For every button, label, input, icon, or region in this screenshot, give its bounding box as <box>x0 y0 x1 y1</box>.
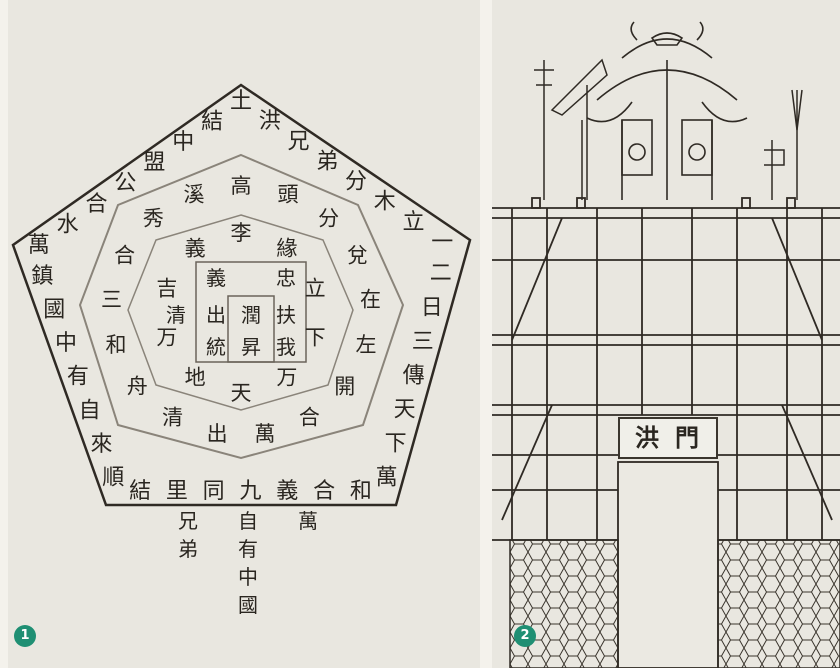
middle-ring-char: 左 <box>356 333 377 357</box>
outer-ring-char: 結 <box>201 110 223 135</box>
outer-ring-char: 和 <box>350 479 372 504</box>
middle-ring-char: 舟 <box>127 374 148 398</box>
center-char: 義 <box>206 266 226 290</box>
outer-ring-char: 二 <box>430 261 452 286</box>
outer-ring-char: 傳 <box>403 363 425 388</box>
outer-ring-char: 有 <box>67 365 89 390</box>
outer-ring-char: 水 <box>57 212 79 237</box>
inner-ring-char: 緣 <box>276 236 297 260</box>
inner-ring-char: 義 <box>185 236 206 260</box>
outer-ring-char: 分 <box>345 170 367 195</box>
inner-ring-char: 万 <box>276 366 297 390</box>
inner-ring-char: 地 <box>185 366 206 390</box>
inner-ring-char: 李 <box>231 221 252 245</box>
panel-pentagon-diagram: 土洪兄弟分木立一二日三傳天下萬和合義九同里結順來自有中國鎮萬水合公盟中結高頭分兌… <box>8 0 480 668</box>
outer-ring-char: 鎮 <box>31 264 53 289</box>
outer-ring-char: 同 <box>203 479 225 504</box>
caption-char: 兄 <box>178 509 198 533</box>
middle-ring-char: 清 <box>162 405 183 429</box>
caption-char: 有 <box>238 537 258 561</box>
outer-ring-char: 弟 <box>316 149 338 174</box>
middle-ring-char: 萬 <box>254 422 275 446</box>
outer-ring-char: 九 <box>239 479 261 504</box>
outer-ring-char: 中 <box>55 331 77 356</box>
center-char: 統 <box>206 335 226 359</box>
middle-ring-char: 合 <box>114 243 135 267</box>
caption-char: 弟 <box>178 537 198 561</box>
panel-gate-illustration: 洪門 2 <box>492 0 840 668</box>
outer-ring-char: 下 <box>385 431 407 456</box>
right-wall <box>717 539 840 668</box>
caption-char: 中 <box>238 565 258 589</box>
outer-pentagon <box>11 83 472 507</box>
inner-ring-char: 立 <box>305 276 326 300</box>
caption-char: 萬 <box>298 509 318 533</box>
panel-number-badge: 1 <box>14 625 36 647</box>
outer-ring-char: 萬 <box>376 465 398 490</box>
flag-poles <box>534 58 803 200</box>
caption-char: 自 <box>238 509 258 533</box>
middle-ring-char: 在 <box>360 287 381 311</box>
core-char: 潤 <box>241 303 261 327</box>
core-char: 昇 <box>241 335 261 359</box>
gate-illustration <box>492 21 840 668</box>
outer-ring-char: 日 <box>421 295 443 320</box>
left-wall <box>509 539 619 668</box>
outer-ring-char: 天 <box>394 397 416 422</box>
outer-ring-char: 一 <box>431 230 453 255</box>
middle-ring-char: 分 <box>318 207 339 231</box>
outer-ring-char: 立 <box>402 210 424 235</box>
outer-ring-char: 盟 <box>143 151 165 176</box>
inner-ring-char: 下 <box>305 326 326 350</box>
center-char: 出 <box>206 303 226 327</box>
panel-number-badge: 2 <box>514 625 536 647</box>
center-char: 清 <box>166 303 186 327</box>
middle-octagon <box>78 153 405 460</box>
middle-ring-char: 頭 <box>277 182 298 206</box>
outer-ring-char: 中 <box>172 130 194 155</box>
middle-ring-char: 秀 <box>143 207 164 231</box>
gate-sign: 洪門 <box>618 417 718 459</box>
outer-ring-char: 兄 <box>287 129 309 154</box>
middle-ring-char: 和 <box>105 333 126 357</box>
outer-ring-char: 土 <box>230 89 252 114</box>
middle-ring-char: 合 <box>299 405 320 429</box>
middle-ring-char: 溪 <box>184 182 205 206</box>
inner-ring-char: 万 <box>156 326 177 350</box>
outer-ring-char: 萬 <box>28 233 50 258</box>
outer-ring-char: 自 <box>79 398 101 423</box>
inner-ring-char: 天 <box>231 381 252 405</box>
outer-ring-char: 來 <box>90 432 112 457</box>
outer-ring-char: 木 <box>374 190 396 215</box>
outer-ring-char: 里 <box>166 479 188 504</box>
center-char: 扶 <box>276 303 296 327</box>
pavilion-roof <box>586 21 748 200</box>
caption-char: 國 <box>238 593 258 617</box>
outer-ring-char: 結 <box>129 479 151 504</box>
outer-ring-char: 順 <box>102 466 124 491</box>
inner-ring-char: 吉 <box>156 276 177 300</box>
outer-ring-char: 國 <box>43 298 65 323</box>
middle-ring-char: 兌 <box>347 243 368 267</box>
middle-ring-char: 高 <box>231 174 252 198</box>
inner-octagon <box>127 214 354 411</box>
outer-ring-char: 洪 <box>259 109 281 134</box>
outer-ring-char: 三 <box>412 329 434 354</box>
middle-ring-char: 出 <box>207 422 228 446</box>
pentagon-diagram: 土洪兄弟分木立一二日三傳天下萬和合義九同里結順來自有中國鎮萬水合公盟中結高頭分兌… <box>11 83 472 617</box>
middle-ring-char: 開 <box>334 374 355 398</box>
center-char: 忠 <box>276 266 296 290</box>
outer-ring-char: 合 <box>313 479 335 504</box>
core-square <box>227 295 275 363</box>
gate-opening <box>617 461 719 668</box>
outer-ring-char: 公 <box>114 171 136 196</box>
outer-ring-char: 合 <box>86 192 108 217</box>
middle-ring-char: 三 <box>101 287 122 311</box>
outer-ring-char: 義 <box>276 479 298 504</box>
center-char: 我 <box>276 335 296 359</box>
